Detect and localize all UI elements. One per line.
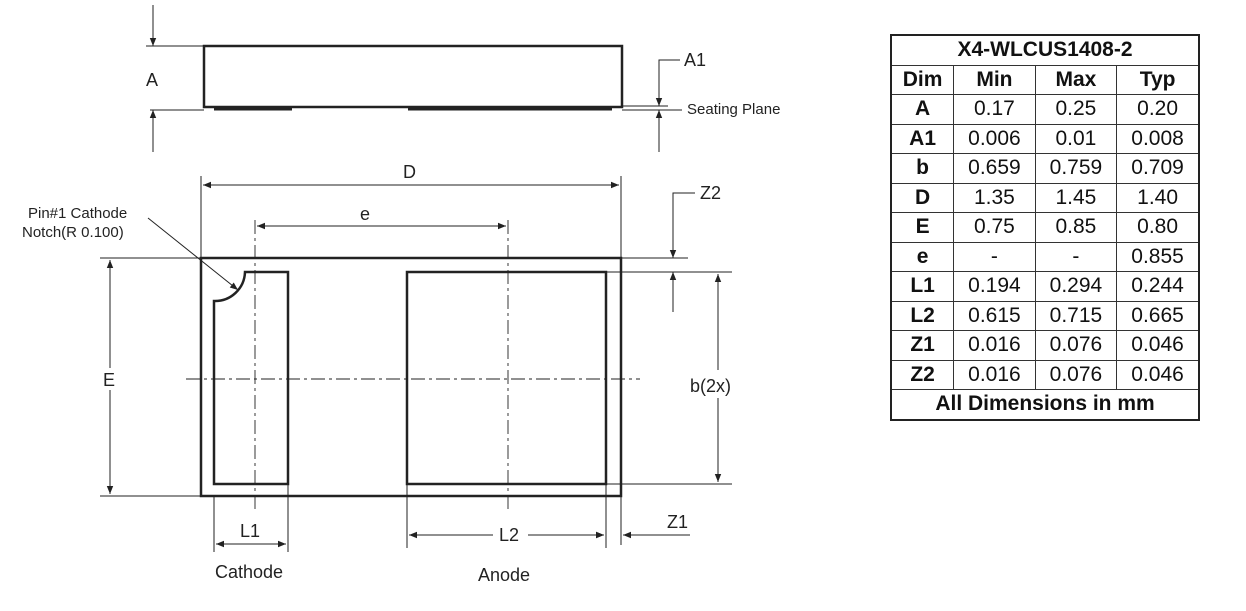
- anode-pad: [405, 270, 608, 486]
- label-seating-plane: Seating Plane: [687, 101, 780, 118]
- label-D: D: [403, 162, 416, 182]
- header-dim: Dim: [890, 64, 955, 95]
- dim-A1-arrow-top: [655, 59, 680, 106]
- side-view: A A1 Seating Plane: [146, 5, 780, 152]
- pin1-note-line2: Notch(R 0.100): [22, 224, 124, 241]
- label-b: b(2x): [690, 376, 731, 396]
- top-view: D e Pin#1 Cathode Notch(R 0.100) E Z2 b(…: [22, 162, 732, 585]
- table-title: X4-WLCUS1408-2: [890, 34, 1200, 66]
- label-A1: A1: [684, 50, 706, 70]
- table-header-row: Dim Min Max Typ: [890, 64, 1200, 95]
- table-title-row: X4-WLCUS1408-2: [890, 34, 1200, 66]
- dim-Z2-arrow-top: [669, 192, 695, 258]
- header-typ: Typ: [1116, 64, 1200, 95]
- label-L1: L1: [240, 521, 260, 541]
- header-max: Max: [1034, 64, 1118, 95]
- package-outline-drawing: A A1 Seating Plane D e Pin#1 Cathode Not…: [22, 5, 780, 585]
- cathode-pad: [212, 270, 290, 486]
- table-footer-row: All Dimensions in mm: [890, 389, 1200, 420]
- table-footer: All Dimensions in mm: [890, 389, 1200, 420]
- label-L2: L2: [499, 525, 519, 545]
- header-min: Min: [953, 64, 1036, 95]
- side-view-body: [202, 44, 624, 109]
- label-A: A: [146, 70, 158, 90]
- label-cathode: Cathode: [215, 562, 283, 582]
- package-outline: [199, 256, 623, 498]
- label-Z1: Z1: [667, 512, 688, 532]
- label-E: E: [103, 370, 115, 390]
- pin1-leader: [147, 217, 239, 291]
- label-anode: Anode: [478, 565, 530, 585]
- pin1-note-line1: Pin#1 Cathode: [28, 205, 127, 222]
- label-Z2: Z2: [700, 183, 721, 203]
- label-e: e: [360, 204, 370, 224]
- table-row: e--0.855: [890, 241, 1200, 272]
